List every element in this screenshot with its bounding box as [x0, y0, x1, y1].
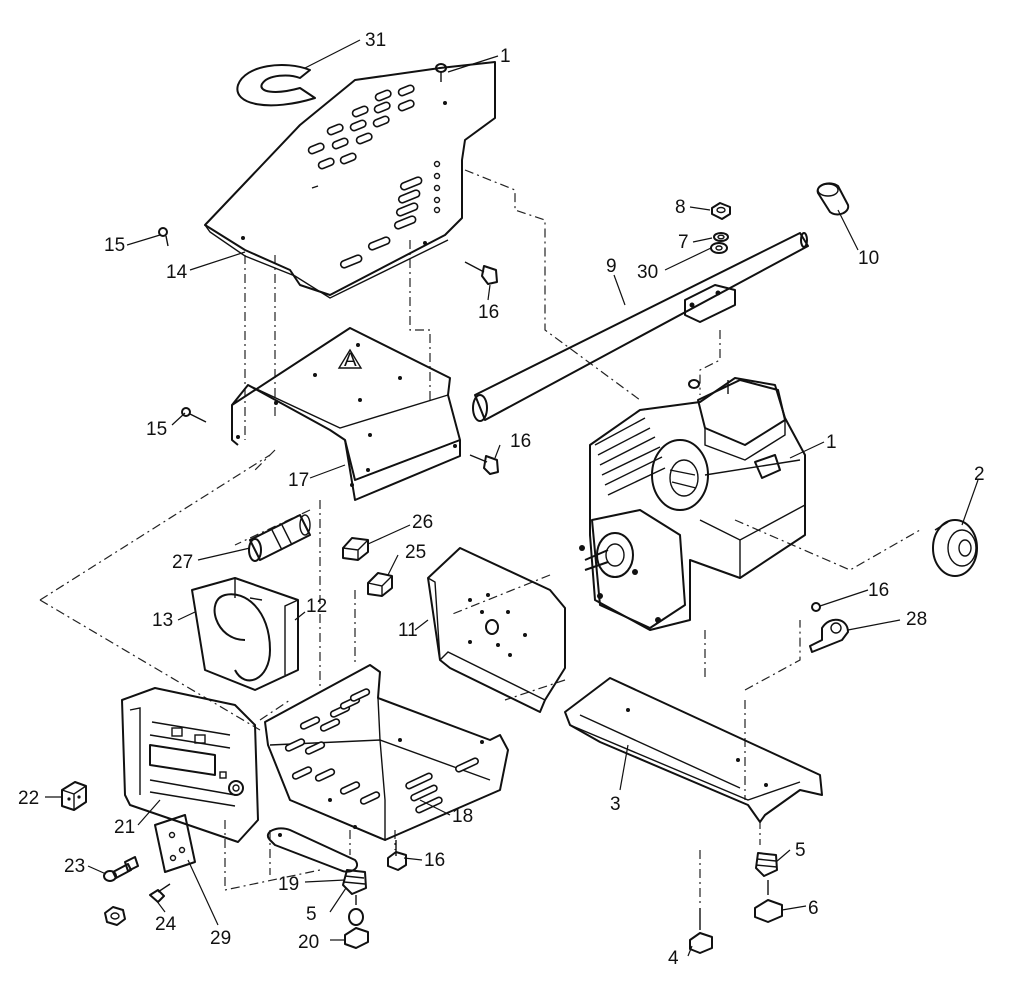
warning-symbol-text: A [344, 350, 357, 371]
callout-5-left: 5 [306, 904, 317, 925]
filter-cylinder [248, 514, 311, 562]
callout-8: 8 [675, 197, 686, 218]
side-plate [427, 547, 566, 713]
callout-12: 12 [306, 596, 327, 617]
strap-19 [267, 827, 359, 873]
callout-23: 23 [64, 856, 85, 877]
warning-symbol: A [337, 348, 363, 371]
c-clip-part [236, 64, 316, 107]
callout-28: 28 [906, 609, 927, 630]
callout-22: 22 [18, 788, 39, 809]
callout-17: 17 [288, 470, 309, 491]
callout-4: 4 [668, 948, 679, 969]
foot-6 [754, 880, 783, 923]
muffler-housing [121, 687, 259, 843]
foot-20 [344, 895, 369, 949]
bottom-pan [264, 664, 509, 842]
callout-18: 18 [452, 806, 473, 827]
clamp-28 [809, 618, 849, 653]
assembly-guide-lines [39, 169, 921, 905]
bolt-16-bottom [387, 840, 407, 871]
callout-30: 30 [637, 262, 658, 283]
screw-16-right [811, 602, 821, 612]
spring-5-left [342, 869, 367, 895]
callout-31: 31 [365, 30, 386, 51]
callout-14: 14 [166, 262, 188, 283]
callout-5-right: 5 [795, 840, 806, 861]
callout-10: 10 [858, 248, 879, 269]
callout-16-right: 16 [868, 580, 889, 601]
top-cover-plate [204, 61, 496, 299]
callout-1-engine: 1 [826, 432, 837, 453]
pan-slots [284, 688, 479, 814]
callout-21: 21 [114, 817, 135, 838]
small-block-25 [367, 572, 393, 597]
mount-bracket [684, 284, 736, 394]
callout-16-mid: 16 [510, 431, 531, 452]
engine [579, 377, 806, 631]
callout-1-top: 1 [500, 46, 511, 67]
callout-19: 19 [278, 874, 299, 895]
washer-30 [710, 242, 728, 254]
washer-7 [713, 232, 729, 242]
callout-3: 3 [610, 794, 621, 815]
leader-lines [45, 39, 979, 957]
callout-25: 25 [405, 542, 426, 563]
callout-15-top: 15 [104, 235, 125, 256]
belt-guard: A [231, 327, 461, 501]
callout-labels: 31 1 8 7 30 9 10 15 14 16 15 16 17 1 2 2… [18, 30, 985, 969]
nut-left [104, 906, 126, 926]
screw-15-mid [181, 407, 207, 423]
bolt-16-top [464, 261, 498, 285]
callout-13: 13 [152, 610, 173, 631]
callout-7: 7 [678, 232, 689, 253]
screw-1-top [435, 63, 447, 82]
pulley [932, 519, 978, 577]
end-cap [816, 182, 850, 216]
bolt-24 [149, 883, 171, 903]
bolt-4 [689, 908, 713, 954]
cover-slots [307, 84, 423, 269]
callout-16-top: 16 [478, 302, 499, 323]
bolt-23 [103, 856, 139, 882]
spring-5-right [755, 852, 778, 877]
callout-11: 11 [398, 620, 418, 641]
callout-6: 6 [808, 898, 819, 919]
callout-26: 26 [412, 512, 433, 533]
plug-22 [61, 781, 87, 811]
callout-24: 24 [155, 914, 177, 935]
plate-29 [154, 814, 196, 873]
callout-29: 29 [210, 928, 231, 949]
screw-15-top [158, 227, 169, 247]
fan-shroud [191, 577, 299, 691]
nut-8 [711, 202, 731, 220]
callout-2: 2 [974, 464, 985, 485]
callout-20: 20 [298, 932, 319, 953]
base-plate [564, 677, 823, 823]
shaft-tube [472, 232, 809, 422]
callout-9: 9 [606, 256, 617, 277]
small-block-26 [342, 537, 369, 561]
callout-16-bottom: 16 [424, 850, 445, 871]
callout-27: 27 [172, 552, 193, 573]
bolt-16-mid [469, 454, 499, 475]
callout-15-mid: 15 [146, 419, 167, 440]
